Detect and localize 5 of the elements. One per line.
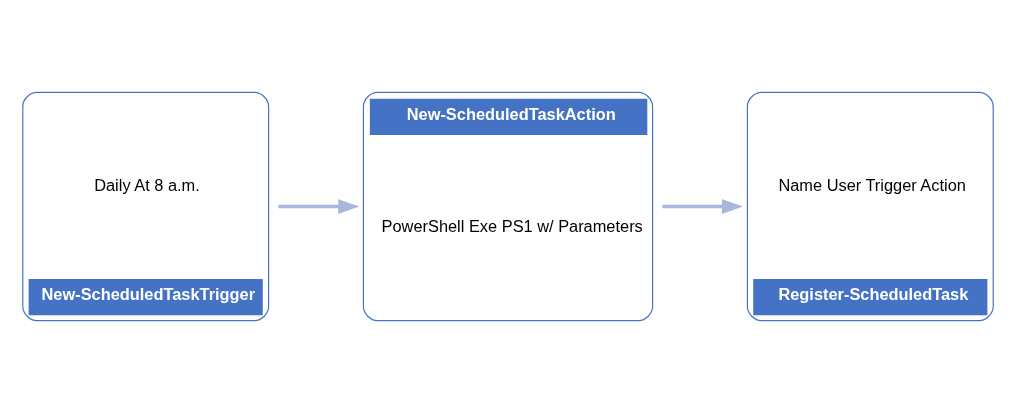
arrow bbox=[278, 198, 360, 214]
node-box: Name User Trigger Action Register-ScheduledTask bbox=[746, 91, 994, 321]
arrow bbox=[662, 198, 743, 214]
node-box: Daily At 8 a.m. New-ScheduledTaskTrigger bbox=[22, 91, 270, 321]
node-box: New-ScheduledTaskAction PowerShell Exe PS1 w/ Parameters bbox=[362, 91, 654, 321]
